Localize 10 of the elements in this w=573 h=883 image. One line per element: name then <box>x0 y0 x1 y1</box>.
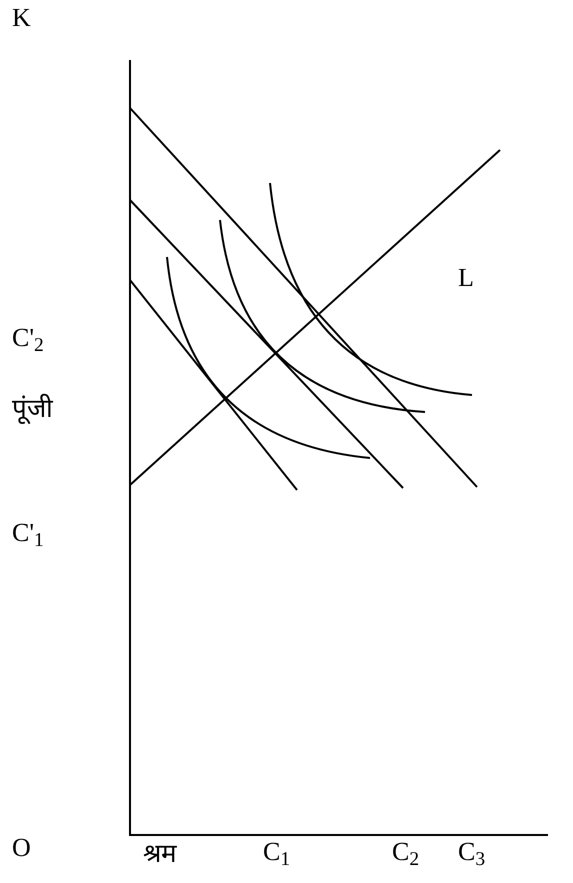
axis-label: पूंजी <box>12 393 53 425</box>
axis-label: C$_{2}$ <box>392 836 420 868</box>
axis-label: C$_{1}$ <box>263 836 290 868</box>
axis-label: K <box>12 2 31 34</box>
axis-label: श्रम <box>143 838 177 870</box>
axis-label: L <box>458 262 474 294</box>
axis-label: C'$_{1}$ <box>12 517 44 549</box>
axis-label: C$_{3}$ <box>458 836 486 868</box>
axis-label: C'$_{2}$ <box>12 322 44 354</box>
axis-label: O <box>12 832 31 864</box>
